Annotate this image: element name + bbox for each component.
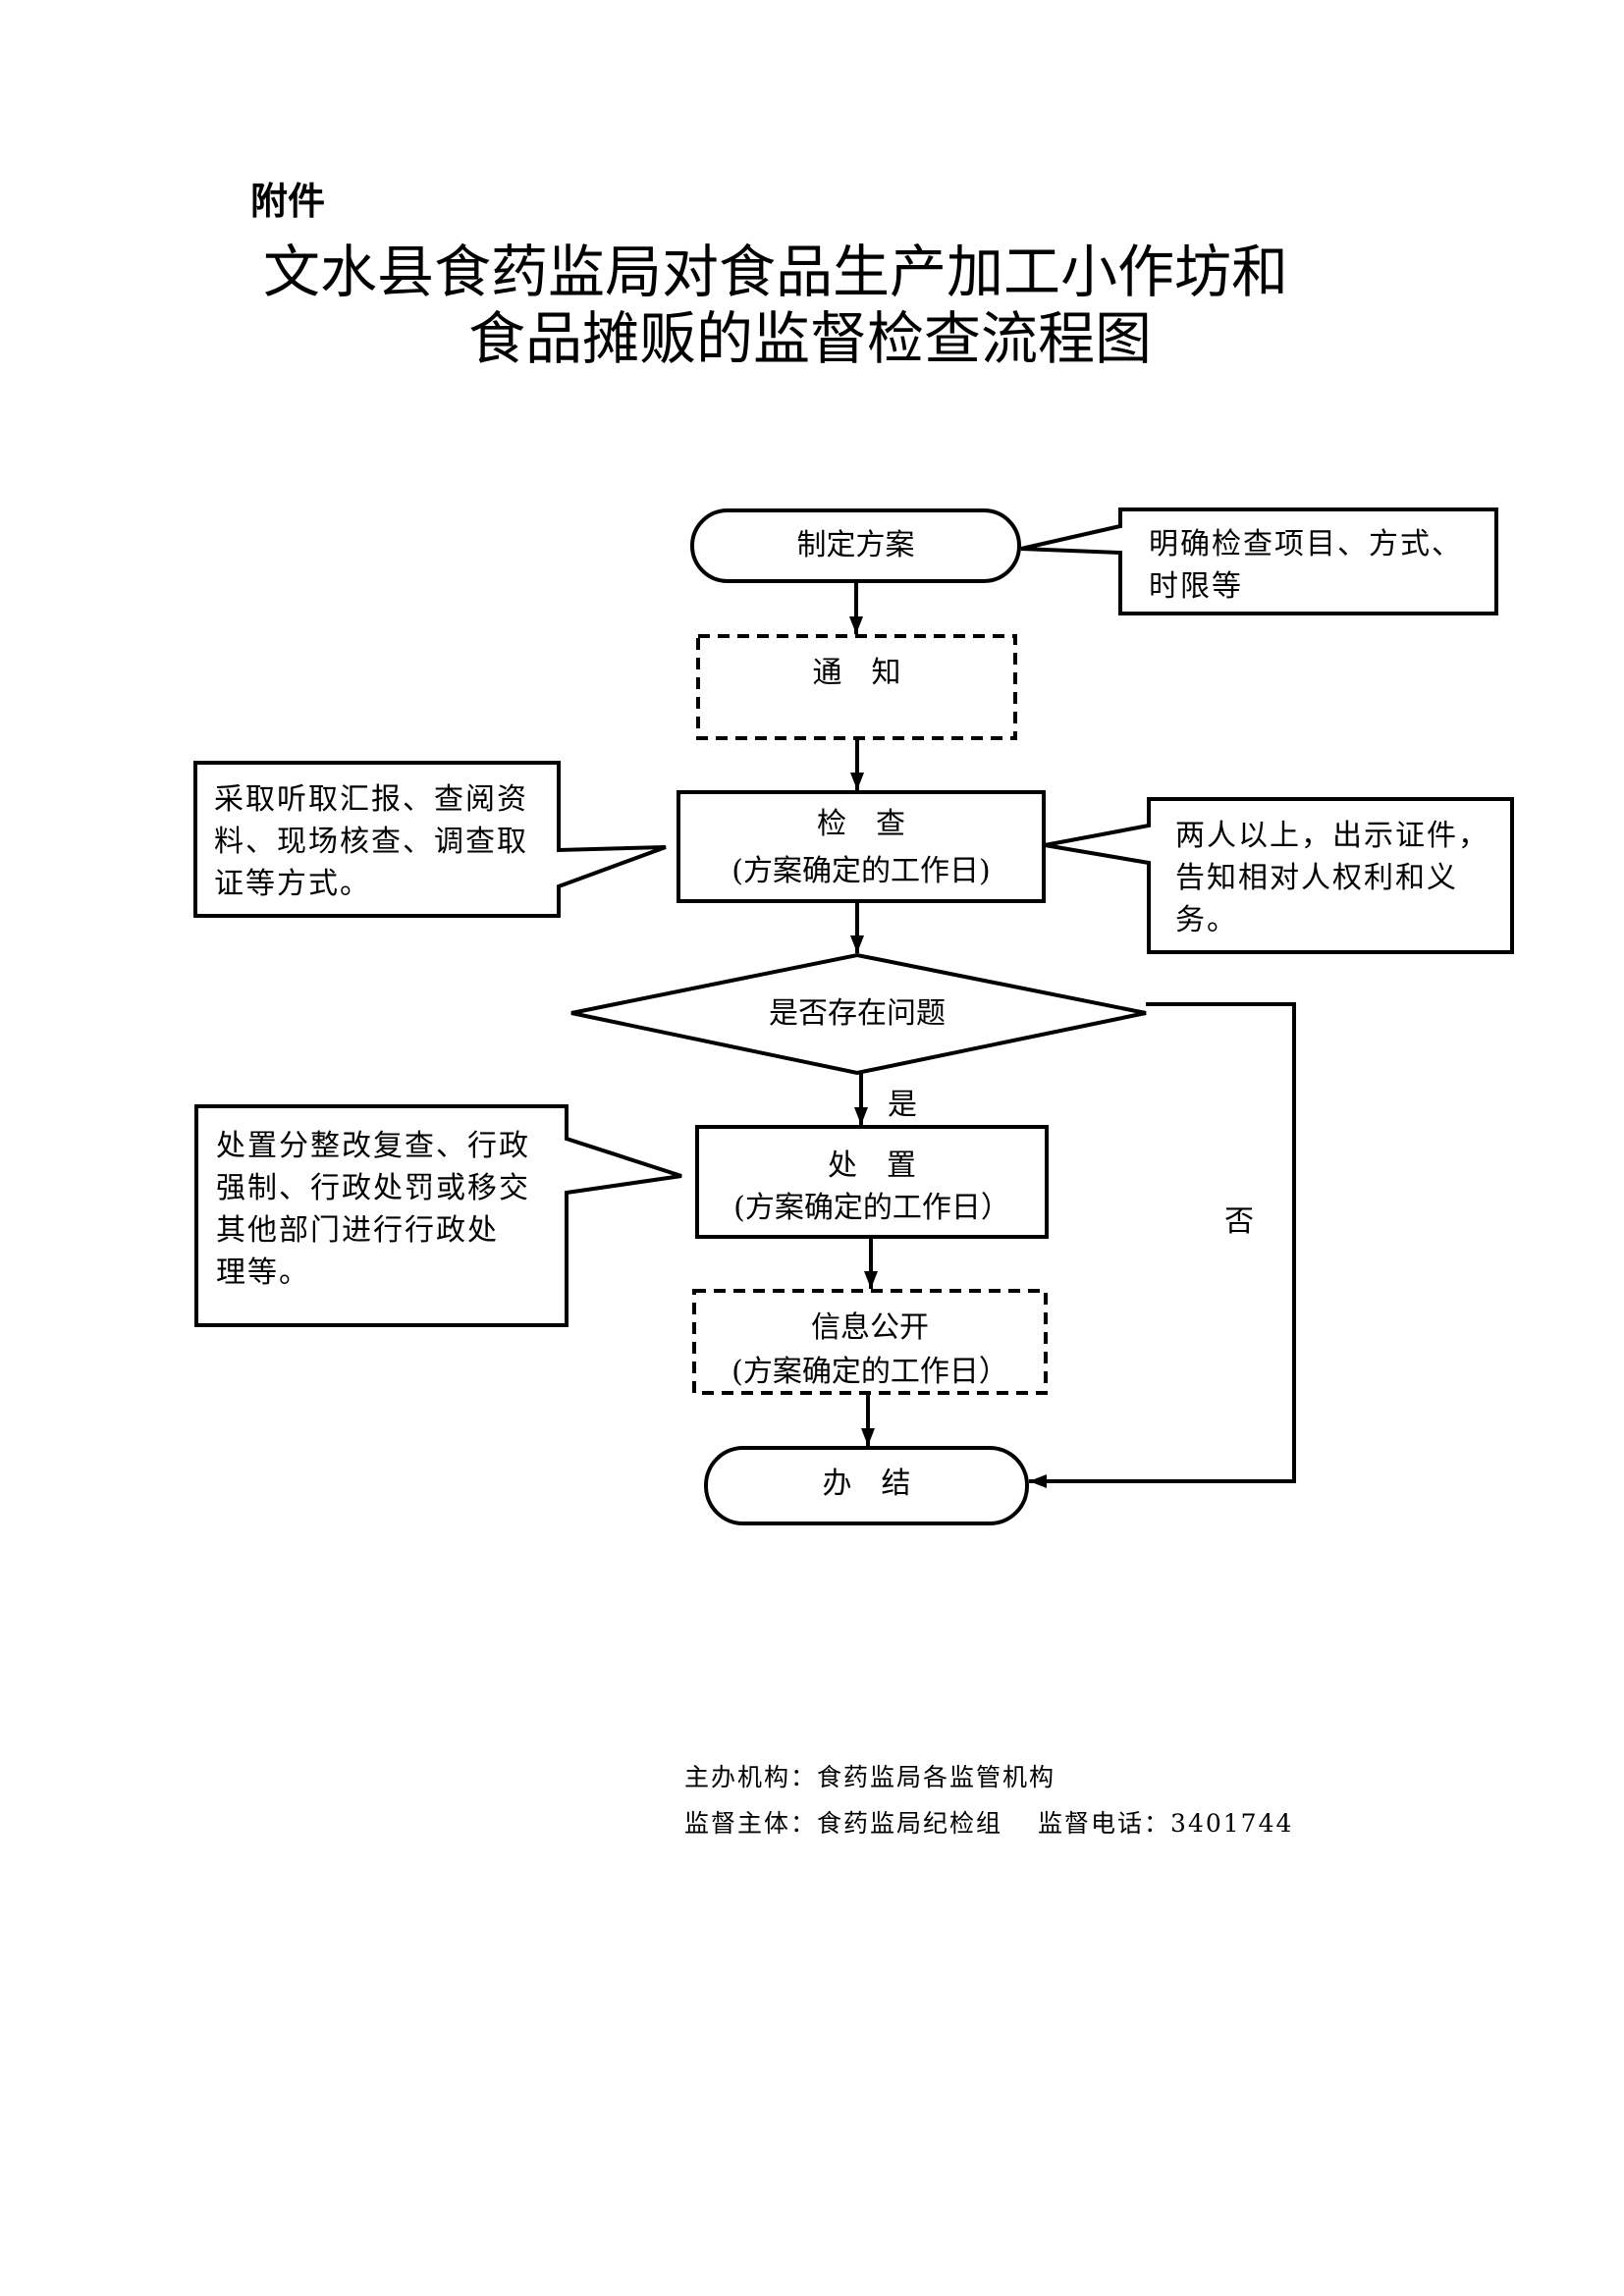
node-disclose-sublabel: (方案确定的工作日） (731, 1355, 1008, 1389)
callout-inspect-method-text: 采取听取汇报、查阅资 料、现场核查、调查取 证等方式。 (214, 778, 528, 905)
callout-line: 理等。 (216, 1255, 310, 1290)
node-notify-shape (696, 634, 1017, 740)
callout-dispose-note-shape (194, 1104, 682, 1327)
callout-inspect-rule-text: 两人以上，出示证件， 告知相对人权利和义 务。 (1175, 815, 1489, 941)
callout-plan-note-shape (1020, 507, 1498, 615)
node-disclose-label: 信息公开 (811, 1310, 929, 1345)
footer-supervisor-value: 食药监局纪检组 (817, 1809, 1003, 1838)
node-notify-label: 通 知 (812, 656, 901, 690)
node-dispose-label: 处 置 (828, 1148, 916, 1183)
callout-line: 时限等 (1149, 569, 1243, 604)
callout-line: 明确检查项目、方式、 (1149, 527, 1463, 561)
footer-phone-value: 3401744 (1170, 1809, 1294, 1838)
callout-line: 强制、行政处罚或移交 (216, 1171, 530, 1205)
footer-organizer: 主办机构：食药监局各监管机构 (684, 1758, 1056, 1793)
footer-supervisor-label: 监督主体： (684, 1809, 818, 1838)
page-title-line-1: 文水县食药监局对食品生产加工小作坊和 (262, 239, 1288, 305)
callout-line: 告知相对人权利和义 (1175, 861, 1458, 895)
footer-organizer-value: 食药监局各监管机构 (817, 1763, 1056, 1791)
footer-phone-label: 监督电话： (1038, 1809, 1171, 1838)
callout-line: 料、现场核查、调查取 (214, 825, 528, 859)
edge-label-yes: 是 (888, 1088, 917, 1122)
footer-organizer-label: 主办机构： (684, 1763, 818, 1791)
node-inspect-shape (677, 790, 1046, 903)
node-inspect-sublabel: (方案确定的工作日) (731, 854, 991, 888)
attachment-label: 附件 (250, 180, 326, 223)
page-title-line-2: 食品摊贩的监督检查流程图 (467, 305, 1152, 372)
callout-line: 证等方式。 (214, 867, 371, 901)
node-dispose-sublabel: (方案确定的工作日） (733, 1191, 1010, 1225)
node-decision-shape (570, 952, 1147, 1076)
callout-line: 两人以上，出示证件， (1175, 819, 1489, 853)
node-inspect-label: 检 查 (817, 807, 905, 841)
node-close-label: 办 结 (822, 1467, 911, 1501)
node-dispose-shape (695, 1125, 1049, 1239)
callout-line: 采取听取汇报、查阅资 (214, 782, 528, 817)
footer-supervision: 监督主体：食药监局纪检组 监督电话：3401744 (684, 1804, 1293, 1840)
callout-line: 务。 (1175, 903, 1238, 937)
edge-label-no: 否 (1224, 1204, 1254, 1239)
callout-line: 处置分整改复查、行政 (216, 1129, 530, 1163)
node-close-shape (704, 1446, 1029, 1525)
callout-plan-note-text: 明确检查项目、方式、 时限等 (1149, 523, 1463, 608)
callout-inspect-method-shape (193, 761, 667, 918)
callout-line: 其他部门进行行政处 (216, 1213, 499, 1248)
node-decision-label: 是否存在问题 (769, 996, 946, 1031)
node-formulate-plan-label: 制定方案 (796, 528, 915, 562)
callout-inspect-rule-shape (1044, 797, 1514, 954)
callout-dispose-note-text: 处置分整改复查、行政 强制、行政处罚或移交 其他部门进行行政处 理等。 (216, 1125, 530, 1294)
edge-decision-no-to-close (1029, 1002, 1296, 1488)
